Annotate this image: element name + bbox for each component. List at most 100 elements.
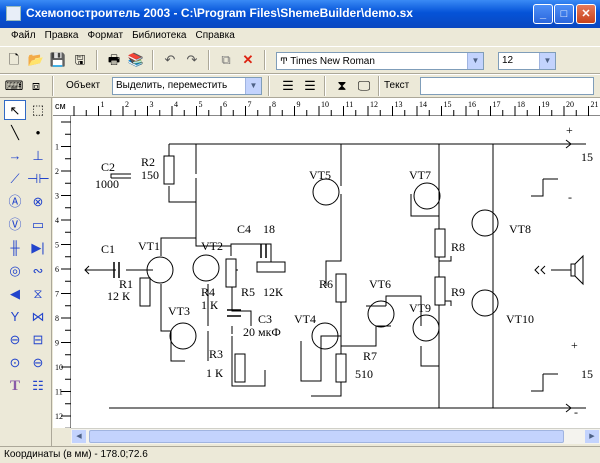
- scroll-left-icon[interactable]: ◀: [72, 430, 86, 443]
- battery-icon: ⊣⊢: [27, 171, 50, 186]
- printer-icon: 🖶: [107, 52, 121, 67]
- connector-tool[interactable]: ⊖: [27, 353, 49, 373]
- schematic[interactable]: + 15 - + 15 - C2 1000 R2 150 C1 VT1 R1 1…: [71, 116, 600, 428]
- diode-tool[interactable]: ▶|: [27, 238, 49, 258]
- ruler-top-tick-label: 14: [419, 100, 427, 109]
- label-c4-val: 18: [263, 222, 275, 236]
- library-button[interactable]: 📚: [126, 50, 146, 70]
- line-icon: ╲: [11, 125, 19, 140]
- close-icon: ✕: [581, 8, 591, 20]
- arrow-tool[interactable]: →: [4, 146, 26, 166]
- network-icon: ⧈: [31, 78, 41, 93]
- fuse-icon: ⊖: [9, 332, 21, 347]
- network-button[interactable]: ⧈: [26, 76, 46, 96]
- label-vt5: VT5: [309, 168, 331, 182]
- inductor-icon: ∾: [32, 263, 44, 278]
- label-minus-bottom: -: [574, 405, 578, 419]
- crystal-tool[interactable]: ⊟: [27, 330, 49, 350]
- label-15-top: 15: [581, 150, 593, 164]
- minimize-button[interactable]: _: [533, 4, 553, 24]
- transistor-tool[interactable]: ◎: [4, 261, 26, 281]
- battery-tool[interactable]: ⊣⊢: [27, 169, 50, 189]
- open-button[interactable]: 📂: [26, 50, 46, 70]
- line-tool[interactable]: ╲: [4, 123, 26, 143]
- label-vt7: VT7: [409, 168, 431, 182]
- transformer-tool[interactable]: ⧖: [27, 284, 49, 304]
- monitor-icon: 🖵: [357, 78, 371, 93]
- copy-button[interactable]: ⧉: [216, 50, 236, 70]
- fuse-tool[interactable]: ⊖: [4, 330, 26, 350]
- keyboard-button[interactable]: ⌨: [4, 76, 24, 96]
- scroll-thumb[interactable]: [89, 430, 564, 443]
- select-tool[interactable]: ↖: [4, 100, 26, 120]
- capacitor-tool[interactable]: ╫: [4, 238, 26, 258]
- save-as-button[interactable]: 🖫: [70, 50, 90, 70]
- title-bar: Схемопостроитель 2003 - C:\Program Files…: [0, 0, 600, 28]
- transistor-icon: ◎: [9, 263, 21, 278]
- text-input[interactable]: [420, 77, 594, 95]
- new-file-button[interactable]: 🗋: [4, 50, 24, 70]
- label-r7-val: 510: [355, 367, 373, 381]
- inductor-tool[interactable]: ∾: [27, 261, 49, 281]
- lamp-tool[interactable]: ⊗: [27, 192, 49, 212]
- align-right-button[interactable]: ☰: [300, 76, 320, 96]
- menu-edit[interactable]: Правка: [44, 30, 79, 41]
- text-tool[interactable]: T: [4, 376, 26, 396]
- speaker-tool[interactable]: ◀: [4, 284, 26, 304]
- ruler-left-tick-label: 3: [55, 192, 59, 201]
- close-button[interactable]: ✕: [576, 4, 596, 24]
- ground-tool[interactable]: ⊥: [27, 146, 49, 166]
- delete-icon: ✕: [242, 52, 254, 67]
- resistor-tool[interactable]: ▭: [27, 215, 49, 235]
- object-toolbar: ⌨ ⧈ Объект Выделить, переместить ▼ ☰ ☰ ⧗…: [0, 74, 600, 98]
- ruler-top-tick-label: 21: [591, 100, 599, 109]
- center-button[interactable]: ⧗: [332, 76, 352, 96]
- ruler-left-tick-label: 11: [55, 388, 63, 397]
- align-right-icon: ☰: [304, 78, 316, 93]
- font-name-select[interactable]: Ͳ Times New Roman ▼: [276, 52, 484, 70]
- ruler-top-tick-label: 8: [272, 100, 276, 109]
- voltmeter-tool[interactable]: Ⓥ: [4, 215, 26, 235]
- table-tool[interactable]: ☷: [27, 376, 49, 396]
- antenna-tool[interactable]: Y: [4, 307, 26, 327]
- label-c1: C1: [101, 242, 115, 256]
- menu-help[interactable]: Справка: [195, 30, 235, 41]
- switch-tool[interactable]: ⟋: [4, 169, 26, 189]
- scroll-right-icon[interactable]: ▶: [585, 430, 599, 443]
- redo-button[interactable]: ↷: [182, 50, 202, 70]
- label-r4: R4: [201, 285, 215, 299]
- save-button[interactable]: 💾: [48, 50, 68, 70]
- area-select-tool[interactable]: ⬚: [27, 100, 49, 120]
- maximize-button[interactable]: □: [554, 4, 574, 24]
- undo-button[interactable]: ↶: [160, 50, 180, 70]
- element-toolbox: ↖ ⬚ ╲ • → ⊥ ⟋ ⊣⊢ Ⓐ ⊗ Ⓥ ▭ ╫ ▶| ◎ ∾ ◀ ⧖ Y …: [0, 98, 52, 446]
- ruler-top-tick-label: 10: [321, 100, 329, 109]
- monitor-button[interactable]: 🖵: [354, 76, 374, 96]
- print-button[interactable]: 🖶: [104, 50, 124, 70]
- dot-icon: •: [35, 125, 41, 140]
- delete-button[interactable]: ✕: [238, 50, 258, 70]
- ammeter-tool[interactable]: Ⓐ: [4, 192, 26, 212]
- ruler-top-tick-label: 1: [101, 100, 105, 109]
- relay-tool[interactable]: ⋈: [27, 307, 49, 327]
- maximize-icon: □: [560, 8, 568, 20]
- align-left-button[interactable]: ☰: [278, 76, 298, 96]
- font-size-select[interactable]: 12 ▼: [498, 52, 556, 70]
- menu-file[interactable]: Файл: [11, 30, 36, 41]
- ruler-top-tick-label: 7: [248, 100, 252, 109]
- resistor-icon: ▭: [31, 217, 45, 232]
- meter-tool[interactable]: ⊙: [4, 353, 26, 373]
- drawing-canvas[interactable]: + 15 - + 15 - C2 1000 R2 150 C1 VT1 R1 1…: [71, 116, 600, 428]
- dot-tool[interactable]: •: [27, 123, 49, 143]
- object-mode-select[interactable]: Выделить, переместить ▼: [112, 77, 262, 95]
- menu-library[interactable]: Библиотека: [132, 30, 187, 41]
- ruler-left-tick-label: 6: [55, 265, 59, 274]
- horizontal-scrollbar[interactable]: ◀ ▶: [71, 428, 600, 444]
- chevron-down-icon: ▼: [467, 53, 483, 69]
- menu-format[interactable]: Формат: [87, 30, 124, 41]
- label-r2-val: 150: [141, 168, 159, 182]
- ruler-top-tick-label: 20: [566, 100, 574, 109]
- label-vt2: VT2: [201, 239, 223, 253]
- ground-icon: ⊥: [32, 148, 44, 163]
